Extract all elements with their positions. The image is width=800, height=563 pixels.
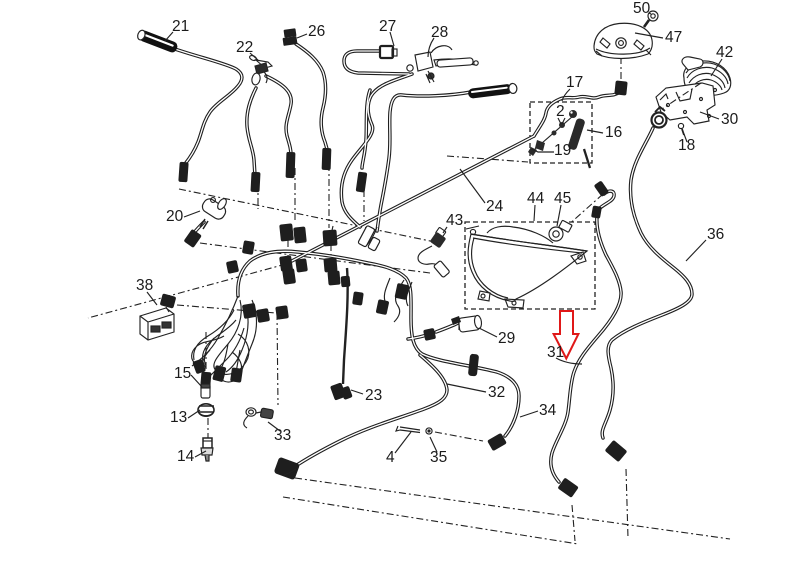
- svg-text:4: 4: [386, 449, 395, 466]
- svg-text:28: 28: [431, 24, 448, 41]
- svg-text:20: 20: [166, 208, 184, 225]
- svg-text:44: 44: [527, 190, 545, 207]
- svg-text:35: 35: [430, 449, 447, 466]
- svg-text:24: 24: [486, 198, 504, 215]
- svg-text:38: 38: [136, 277, 153, 294]
- svg-text:42: 42: [716, 44, 733, 61]
- svg-text:13: 13: [170, 409, 187, 426]
- svg-text:23: 23: [365, 387, 382, 404]
- svg-text:32: 32: [488, 384, 505, 401]
- svg-text:36: 36: [707, 226, 724, 243]
- svg-text:2: 2: [556, 103, 565, 120]
- svg-text:29: 29: [498, 330, 515, 347]
- svg-text:50: 50: [633, 0, 651, 17]
- svg-text:31: 31: [547, 344, 564, 361]
- svg-text:21: 21: [172, 18, 189, 35]
- svg-text:15: 15: [174, 365, 191, 382]
- svg-text:17: 17: [566, 74, 583, 91]
- svg-text:33: 33: [274, 427, 291, 444]
- svg-text:16: 16: [605, 124, 622, 141]
- svg-text:47: 47: [665, 29, 682, 46]
- svg-text:19: 19: [554, 142, 571, 159]
- svg-text:22: 22: [236, 39, 253, 56]
- svg-text:43: 43: [446, 212, 463, 229]
- svg-text:30: 30: [721, 111, 739, 128]
- svg-text:14: 14: [177, 448, 195, 465]
- svg-text:34: 34: [539, 402, 557, 419]
- svg-text:26: 26: [308, 23, 325, 40]
- svg-text:27: 27: [379, 18, 396, 35]
- svg-text:45: 45: [554, 190, 571, 207]
- svg-text:18: 18: [678, 137, 695, 154]
